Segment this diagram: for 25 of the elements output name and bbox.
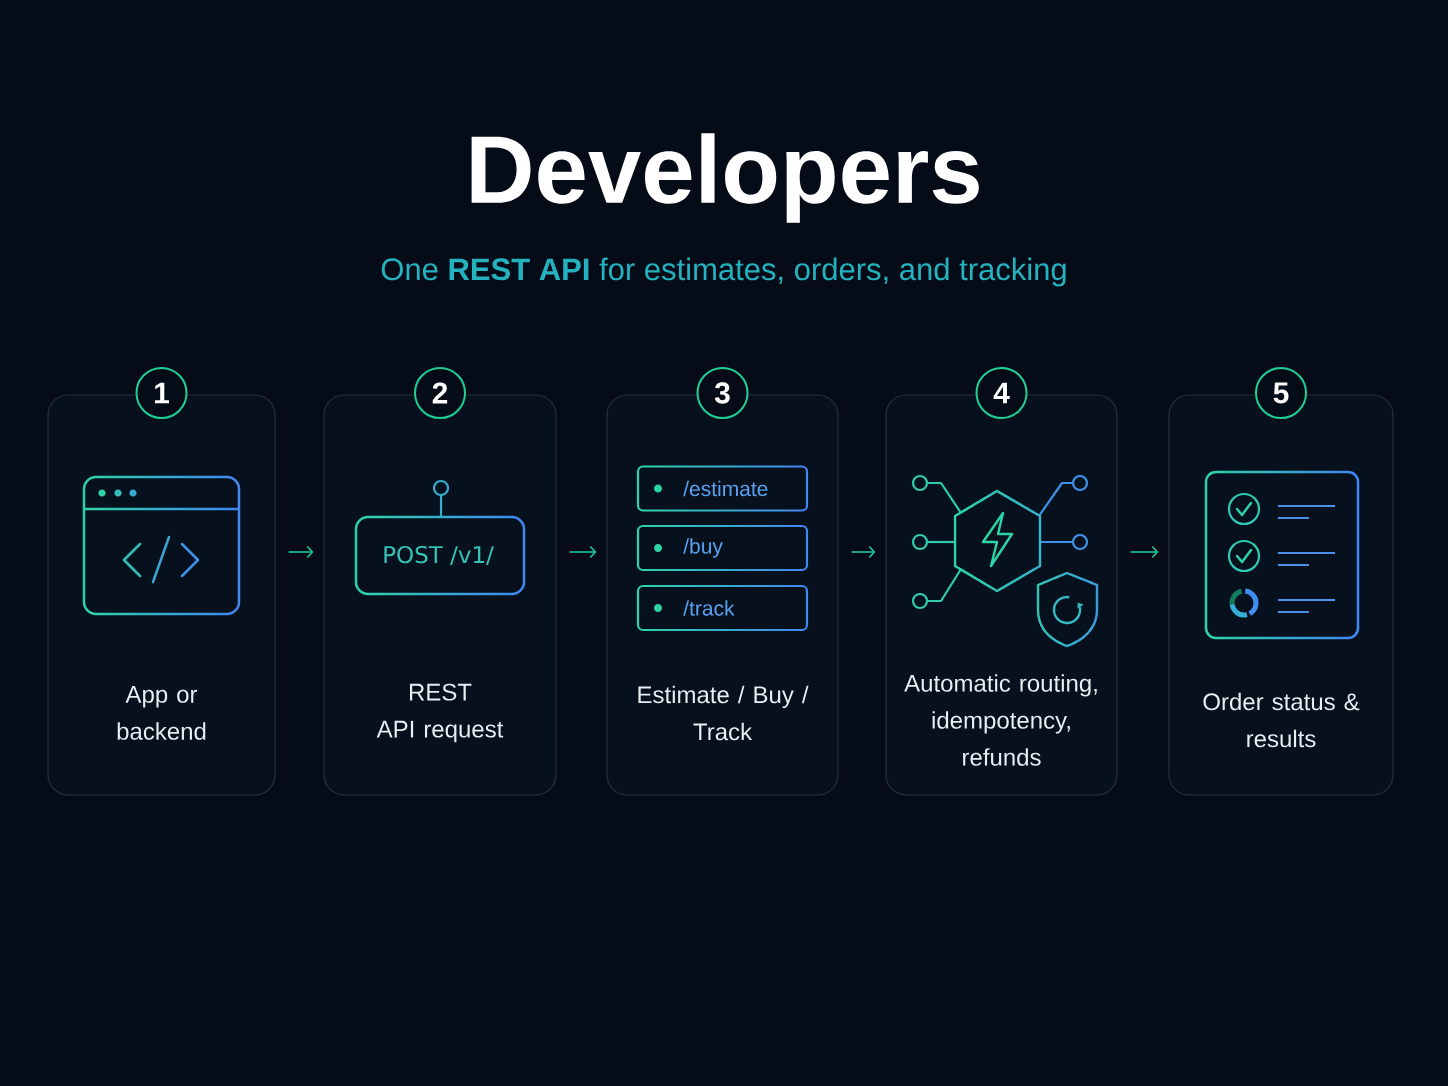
arrow [1129, 545, 1159, 559]
subtitle: One REST API for estimates, orders, and tracking [381, 257, 1066, 287]
step-card [47, 367, 276, 796]
step-card [323, 367, 557, 796]
step-label: App or backend [117, 686, 206, 740]
number-badge: 1 [135, 367, 188, 419]
step-label: Order status & results [1203, 692, 1360, 748]
endpoint-pill: /track [636, 584, 809, 632]
arrow [850, 545, 876, 559]
request-box: POST /v1/ [354, 515, 526, 596]
number-badge: 4 [975, 367, 1028, 419]
endpoint-pill: /estimate [636, 465, 809, 512]
step-label: Automatic routing, idempotency, refunds [904, 674, 1097, 766]
number-badge: 3 [696, 367, 749, 419]
endpoint-pill: /buy [636, 524, 809, 572]
title: Developers [471, 133, 979, 223]
step-label: REST API request [376, 683, 504, 743]
step-label: Estimate / Buy / Track [638, 685, 809, 741]
number-badge: 2 [414, 367, 466, 419]
arrow [287, 545, 314, 559]
step-card [885, 367, 1118, 796]
step-card [1168, 367, 1394, 796]
arrow [568, 545, 597, 559]
step-card [606, 367, 839, 796]
number-badge: 5 [1255, 367, 1307, 419]
